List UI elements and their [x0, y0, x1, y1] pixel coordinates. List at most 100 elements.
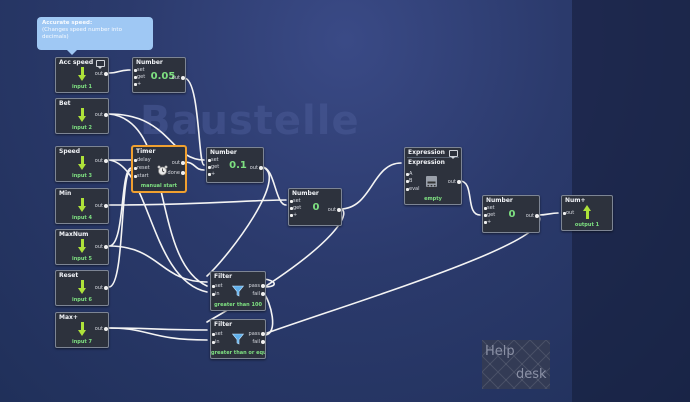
out-port[interactable]: out — [249, 165, 264, 171]
node-title: Number — [292, 190, 319, 197]
funnel-icon — [231, 330, 245, 345]
set-port[interactable]: set — [134, 67, 145, 73]
arrow-down-icon — [78, 280, 86, 294]
set-port[interactable]: set — [212, 283, 223, 289]
timer-node[interactable]: Timer delay reset start out done manual … — [132, 146, 186, 192]
input-node-speed[interactable]: Speed out input 3 — [55, 146, 109, 182]
out-port[interactable]: out — [94, 71, 109, 77]
node-footer: input 1 — [71, 84, 93, 90]
number-node-3[interactable]: Number set get + 0 out — [288, 188, 342, 226]
reset-port[interactable]: reset — [134, 165, 150, 171]
number-node-4[interactable]: Number set get + 0 out — [482, 195, 540, 233]
node-footer: input 7 — [71, 339, 93, 345]
number-value: 0.1 — [229, 160, 247, 171]
calculator-icon — [426, 176, 437, 189]
fail-port[interactable]: fail — [252, 291, 265, 297]
set-port[interactable]: set — [484, 205, 495, 211]
fail-port[interactable]: fail — [252, 339, 265, 345]
out-port[interactable]: out — [94, 203, 109, 209]
out-port[interactable]: out — [447, 179, 462, 185]
funnel-icon — [231, 282, 245, 297]
plus-port[interactable]: + — [133, 81, 142, 87]
plus-port[interactable]: + — [207, 171, 216, 177]
delay-port[interactable]: delay — [134, 157, 151, 163]
node-title: Number — [486, 197, 513, 204]
in-port[interactable]: in — [212, 291, 220, 297]
done-port[interactable]: done — [167, 170, 186, 176]
node-footer: input 6 — [71, 297, 93, 303]
pass-port[interactable]: pass — [248, 283, 266, 289]
b-port[interactable]: B — [405, 178, 413, 184]
filter-node-1[interactable]: Filter set in pass fail greater than 100 — [210, 271, 266, 311]
node-footer: manual start — [140, 183, 178, 189]
node-title: Reset — [59, 272, 79, 279]
input-node-reset[interactable]: Reset out input 6 — [55, 270, 109, 306]
arrow-down-icon — [78, 239, 86, 253]
output-node-num-plus[interactable]: Num+ out output 1 — [561, 195, 613, 231]
out-port[interactable]: out — [171, 160, 186, 166]
out-port[interactable]: out — [171, 75, 186, 81]
plus-port[interactable]: + — [289, 212, 298, 218]
node-title: Filter — [214, 321, 233, 328]
desk-text: desk — [516, 367, 547, 382]
out-port[interactable]: out — [94, 158, 109, 164]
help-desk-panel: Help desk — [482, 340, 550, 389]
arrow-down-icon — [78, 108, 86, 122]
number-value: 0.05 — [150, 71, 176, 82]
node-title: Number — [210, 149, 237, 156]
out-port[interactable]: out — [562, 210, 575, 216]
out-port[interactable]: out — [94, 326, 109, 332]
get-port[interactable]: get — [133, 74, 146, 80]
expression-node[interactable]: Expression Expression A B eval out empty — [404, 147, 462, 205]
input-node-acc-speed[interactable]: Acc speed out input 1 — [55, 57, 109, 93]
node-footer: output 1 — [574, 222, 600, 228]
get-port[interactable]: get — [289, 205, 302, 211]
plus-port[interactable]: + — [483, 219, 492, 225]
set-port[interactable]: set — [208, 157, 219, 163]
set-port[interactable]: set — [290, 198, 301, 204]
tooltip-comment: Accurate speed: (Changes speed number in… — [37, 17, 153, 55]
number-node-2[interactable]: Number set get + 0.1 out — [206, 147, 264, 183]
input-node-min[interactable]: Min out input 4 — [55, 188, 109, 224]
node-footer: greater than 100 — [214, 302, 262, 308]
node-title: Filter — [214, 273, 233, 280]
set-port[interactable]: set — [212, 331, 223, 337]
input-node-max-plus[interactable]: Max+ out input 7 — [55, 312, 109, 348]
arrow-down-icon — [78, 67, 86, 81]
a-port[interactable]: A — [405, 171, 413, 177]
comment-icon[interactable] — [449, 150, 458, 159]
node-title: Acc speed — [59, 59, 94, 66]
out-port[interactable]: out — [327, 207, 342, 213]
number-node-1[interactable]: Number set get + 0.05 out — [132, 57, 186, 93]
pass-port[interactable]: pass — [248, 331, 266, 337]
filter-node-2[interactable]: Filter set in pass fail greater than or … — [210, 319, 266, 359]
node-title: Number — [136, 59, 163, 66]
comment-icon[interactable] — [96, 60, 105, 69]
input-node-bet[interactable]: Bet out input 2 — [55, 98, 109, 134]
node-title: Speed — [59, 148, 81, 155]
node-footer: empty — [424, 196, 442, 202]
tooltip-body: (Changes speed number into decimals) — [42, 27, 122, 40]
node-footer: input 4 — [71, 215, 93, 221]
watermark-text: Baustelle — [140, 98, 360, 144]
node-title: Expression — [408, 149, 445, 156]
node-footer: input 2 — [71, 125, 93, 131]
node-title: Max+ — [59, 314, 78, 321]
in-port[interactable]: in — [212, 339, 220, 345]
number-value: 0 — [312, 202, 320, 213]
out-port[interactable]: out — [94, 244, 109, 250]
node-footer: greater than or equ — [211, 350, 265, 356]
arrow-down-icon — [78, 198, 86, 212]
tooltip-title: Accurate speed: — [42, 20, 93, 26]
node-title: Min — [59, 190, 72, 197]
start-port[interactable]: start — [134, 173, 149, 179]
out-port[interactable]: out — [94, 285, 109, 291]
eval-port[interactable]: eval — [406, 186, 420, 192]
arrow-down-icon — [78, 322, 86, 336]
out-port[interactable]: out — [525, 213, 540, 219]
node-title: Bet — [59, 100, 71, 107]
node-title: MaxNum — [59, 231, 89, 238]
input-node-maxnum[interactable]: MaxNum out input 5 — [55, 229, 109, 265]
out-port[interactable]: out — [94, 112, 109, 118]
node-title: Num+ — [565, 197, 586, 204]
